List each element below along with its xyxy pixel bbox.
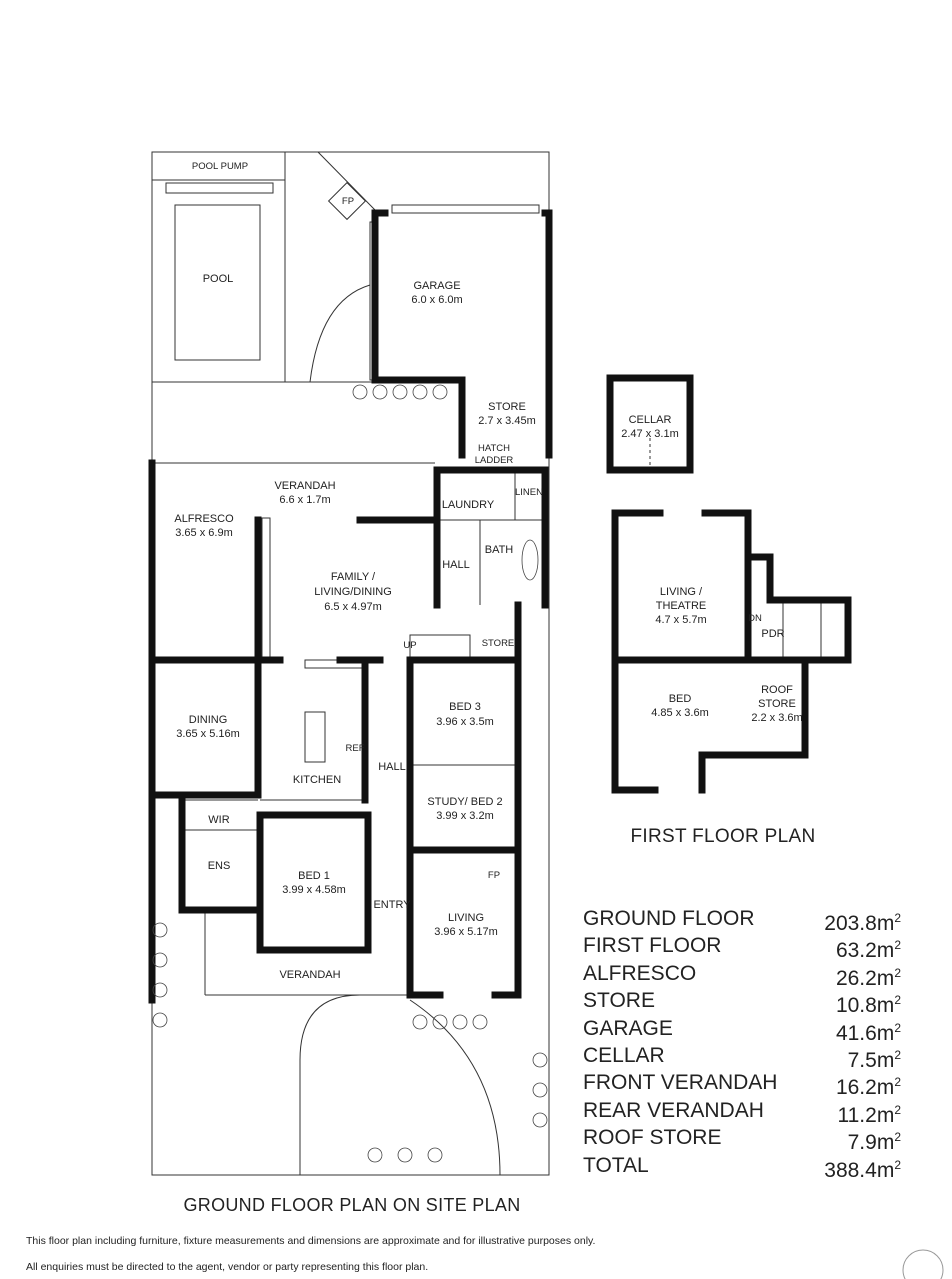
- label-bed: BED: [668, 693, 692, 705]
- label-wir: WIR: [208, 814, 230, 826]
- label-dining-size: 3.65 x 5.16m: [176, 728, 240, 740]
- label-theatre-1: LIVING /: [659, 586, 703, 598]
- label-family: FAMILY /: [330, 571, 376, 583]
- label-hall: HALL: [378, 761, 406, 773]
- area-row: FIRST FLOOR 63.2m2: [583, 932, 901, 963]
- area-row: ALFRESCO 26.2m2: [583, 960, 901, 990]
- label-up: UP: [403, 640, 417, 651]
- area-value: 16.2m2: [835, 1075, 901, 1100]
- area-value: 7.9m2: [847, 1130, 901, 1155]
- label-ref: REF: [345, 743, 365, 754]
- area-row: GROUND FLOOR 203.8m2: [583, 905, 901, 935]
- area-row: CELLAR 7.5m2: [583, 1042, 901, 1072]
- label-pool: POOL: [202, 273, 234, 285]
- label-alfresco-size: 3.65 x 6.9m: [175, 527, 233, 539]
- area-label: GARAGE: [583, 1016, 673, 1040]
- area-label: CELLAR: [583, 1043, 665, 1067]
- label-fp-living: FP: [487, 870, 501, 881]
- label-linen: LINEN: [515, 487, 543, 498]
- area-label: FIRST FLOOR: [583, 934, 722, 958]
- label-family-size: 6.5 x 4.97m: [324, 601, 382, 613]
- area-label: FRONT VERANDAH: [583, 1071, 778, 1095]
- label-living: LIVING: [447, 912, 485, 924]
- area-label: STORE: [583, 989, 655, 1013]
- label-roof-store: STORE: [758, 698, 796, 710]
- label-bed1-size: 3.99 x 4.58m: [282, 884, 346, 896]
- area-row: ROOF STORE 7.9m2: [583, 1124, 901, 1155]
- label-front-verandah: VERANDAH: [279, 969, 341, 981]
- label-store-small: STORE: [481, 638, 515, 649]
- label-entry: ENTRY: [373, 899, 411, 911]
- disclaimer-line-2: All enquiries must be directed to the ag…: [26, 1261, 429, 1273]
- label-hall-small: HALL: [442, 559, 470, 571]
- label-store: STORE: [488, 401, 526, 413]
- label-living-size: 3.96 x 5.17m: [434, 926, 498, 938]
- label-study-size: 3.99 x 3.2m: [436, 810, 494, 822]
- label-alfresco: ALFRESCO: [174, 513, 234, 525]
- label-kitchen: KITCHEN: [292, 774, 342, 786]
- label-laundry: LAUNDRY: [441, 499, 495, 511]
- area-row: TOTAL 388.4m2: [583, 1152, 901, 1182]
- label-dn: DN: [748, 613, 762, 624]
- label-dining: DINING: [188, 714, 228, 726]
- cellar-walls: [606, 374, 694, 474]
- label-roof-store-size: 2.2 x 3.6m: [751, 712, 803, 724]
- label-rear-verandah: VERANDAH: [274, 480, 336, 492]
- label-bath: BATH: [484, 544, 514, 556]
- area-label: ROOF STORE: [583, 1126, 722, 1150]
- label-bed3-size: 3.96 x 3.5m: [436, 716, 494, 728]
- label-pool-pump: POOL PUMP: [191, 161, 249, 172]
- label-theatre-size: 4.7 x 5.7m: [655, 614, 707, 626]
- area-value: 41.6m2: [835, 1020, 901, 1045]
- area-row: GARAGE 41.6m2: [583, 1015, 901, 1045]
- label-pdr: PDR: [761, 628, 785, 640]
- label-garage-size: 6.0 x 6.0m: [411, 294, 463, 306]
- area-value: 26.2m2: [835, 965, 901, 990]
- area-value: 11.2m2: [837, 1102, 902, 1127]
- area-label: TOTAL: [583, 1153, 649, 1177]
- first-floor-title: FIRST FLOOR PLAN: [630, 826, 816, 847]
- area-value: 388.4m2: [824, 1157, 901, 1182]
- area-label: REAR VERANDAH: [583, 1098, 764, 1122]
- label-theatre-2: THEATRE: [655, 600, 707, 612]
- disclaimer-line-1: This floor plan including furniture, fix…: [26, 1235, 596, 1247]
- label-fp-outdoor: FP: [341, 196, 355, 207]
- area-value: 203.8m2: [824, 911, 901, 935]
- pool: [174, 204, 261, 361]
- area-row: FRONT VERANDAH 16.2m2: [583, 1069, 901, 1100]
- label-ladder: LADDER: [474, 455, 514, 466]
- label-garage: GARAGE: [413, 280, 461, 292]
- label-living-dining: LIVING/DINING: [314, 586, 392, 598]
- label-cellar-size: 2.47 x 3.1m: [621, 428, 679, 440]
- area-row: REAR VERANDAH 11.2m2: [583, 1097, 902, 1127]
- label-rear-verandah-size: 6.6 x 1.7m: [279, 494, 331, 506]
- label-bed-size: 4.85 x 3.6m: [651, 707, 709, 719]
- label-bed3: BED 3: [449, 701, 481, 713]
- garage-walls: [371, 209, 553, 384]
- label-bed1: BED 1: [298, 870, 330, 882]
- area-label: GROUND FLOOR: [583, 907, 755, 930]
- ground-floor-title: GROUND FLOOR PLAN ON SITE PLAN: [183, 1195, 521, 1215]
- label-study: STUDY/ BED 2: [427, 796, 503, 808]
- area-label: ALFRESCO: [583, 961, 697, 985]
- label-ens: ENS: [207, 860, 231, 872]
- area-value: 10.8m2: [835, 993, 901, 1018]
- label-roof: ROOF: [761, 684, 793, 696]
- area-value: 63.2m2: [835, 938, 901, 963]
- label-store-size: 2.7 x 3.45m: [478, 415, 536, 427]
- label-hatch: HATCH: [477, 443, 511, 454]
- area-value: 7.5m2: [847, 1047, 901, 1072]
- label-cellar: CELLAR: [628, 414, 672, 426]
- area-row: STORE 10.8m2: [583, 987, 901, 1018]
